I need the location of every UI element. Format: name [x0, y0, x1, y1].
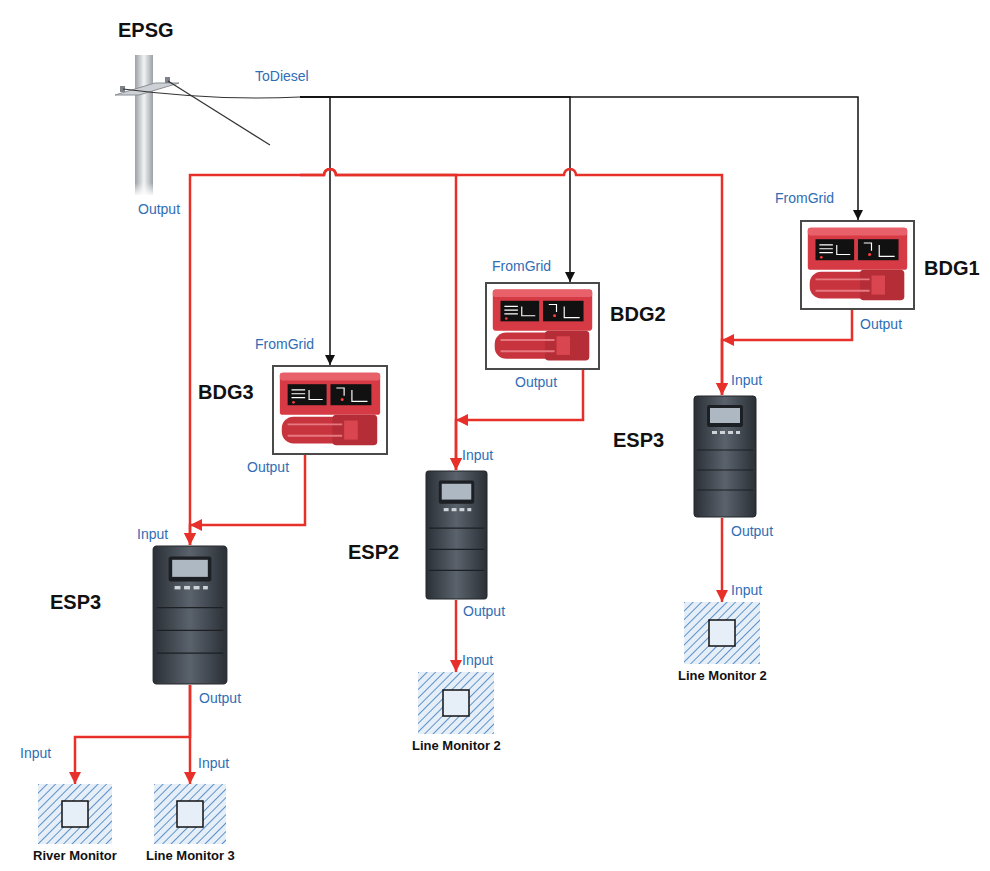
monitor-site: Line Monitor 2 — [418, 672, 494, 734]
control-line — [300, 97, 330, 365]
junction-arrows — [190, 334, 734, 531]
port-label: Output — [247, 459, 289, 475]
power-line — [189, 225, 192, 545]
power-supply-unit-icon — [152, 545, 228, 685]
node-label: BDG2 — [610, 302, 666, 326]
power-line — [721, 518, 724, 602]
diesel-generator: BDG3 — [272, 365, 388, 455]
node-label: ESP3 — [50, 590, 101, 614]
power-line — [75, 685, 190, 784]
node-label: Line Monitor 3 — [146, 848, 235, 864]
node-label: BDG1 — [924, 256, 980, 280]
diesel-generator: BDG1 — [800, 220, 915, 310]
power-supply-unit: ESP3 — [152, 545, 228, 685]
node-label: ESP2 — [348, 540, 399, 564]
port-label: Output — [463, 603, 505, 619]
control-line — [300, 97, 570, 282]
diesel-generator: BDG2 — [485, 282, 600, 370]
monitor-site: Line Monitor 3 — [154, 784, 226, 844]
monitor-site: River Monitor — [38, 784, 112, 844]
monitor-site: Line Monitor 2 — [684, 602, 760, 664]
monitor-site-icon — [154, 784, 226, 844]
port-label: Input — [731, 372, 762, 388]
port-label: Output — [138, 201, 180, 217]
power-line — [189, 685, 192, 784]
port-label: Input — [462, 447, 493, 463]
port-label: Output — [515, 374, 557, 390]
port-label: Output — [731, 523, 773, 539]
node-label: Line Monitor 2 — [678, 668, 767, 684]
power-line — [722, 310, 852, 395]
node-label: EPSG — [118, 18, 174, 42]
monitor-site-icon — [418, 672, 494, 734]
port-label: ToDiesel — [255, 68, 309, 84]
power-line — [190, 455, 305, 545]
power-supply-unit: ESP2 — [425, 470, 488, 600]
node-label: BDG3 — [198, 380, 254, 404]
port-label: FromGrid — [775, 190, 834, 206]
diesel-generator-icon — [487, 284, 598, 368]
port-label: Input — [731, 582, 762, 598]
power-supply-unit-icon — [693, 395, 757, 518]
diesel-generator-icon — [802, 222, 913, 308]
port-label: Output — [860, 316, 902, 332]
power-line — [455, 600, 458, 672]
monitor-site-icon — [684, 602, 760, 664]
port-label: Output — [199, 690, 241, 706]
power-line — [300, 169, 722, 395]
diesel-generator-icon — [274, 367, 386, 453]
monitor-site-icon — [38, 784, 112, 844]
control-line — [300, 97, 858, 220]
port-label: Input — [198, 755, 229, 771]
port-label: FromGrid — [492, 258, 551, 274]
node-label: Line Monitor 2 — [412, 738, 501, 754]
port-label: Input — [137, 526, 168, 542]
power-supply-unit-icon — [425, 470, 488, 600]
port-label: Input — [462, 652, 493, 668]
power-line — [456, 370, 583, 470]
power-supply-unit: ESP3 — [693, 395, 757, 518]
node-label: River Monitor — [33, 848, 117, 864]
port-label: Input — [20, 745, 51, 761]
node-label: ESP3 — [613, 428, 664, 452]
port-label: FromGrid — [255, 336, 314, 352]
